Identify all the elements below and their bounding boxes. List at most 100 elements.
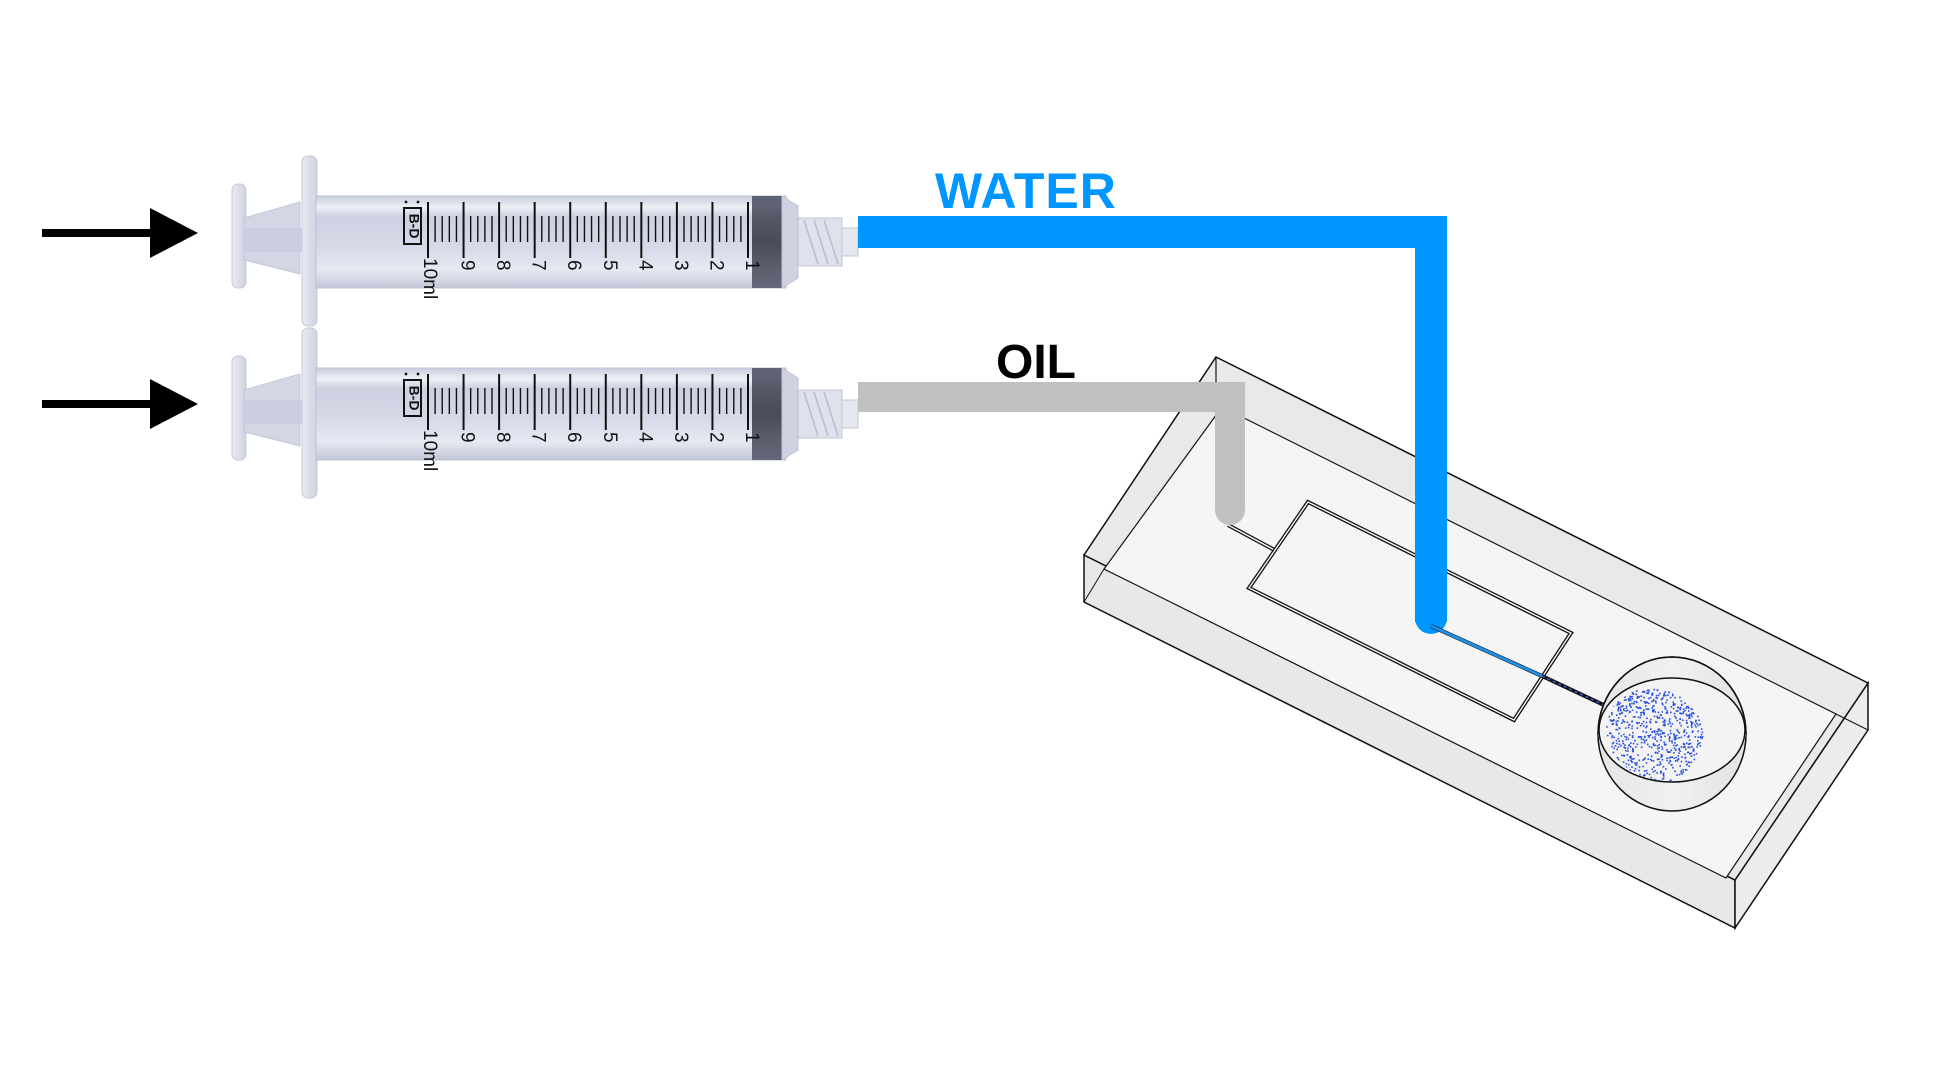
droplet <box>1667 723 1670 725</box>
droplet <box>1643 712 1645 715</box>
droplet <box>1676 760 1679 762</box>
droplet <box>1608 715 1611 718</box>
droplet <box>1667 694 1669 696</box>
droplet <box>1663 741 1665 744</box>
droplet <box>1688 713 1691 716</box>
droplet <box>1673 735 1676 737</box>
droplet <box>1671 693 1674 696</box>
droplet <box>1644 757 1646 759</box>
droplet <box>1616 714 1618 716</box>
droplet <box>1660 770 1662 773</box>
droplet <box>1659 692 1661 695</box>
droplet <box>1648 702 1650 705</box>
droplet <box>1663 743 1666 746</box>
droplet <box>1686 763 1688 766</box>
droplet <box>1637 754 1639 756</box>
droplet <box>1662 766 1665 768</box>
droplet <box>1615 728 1617 731</box>
droplet <box>1621 705 1623 708</box>
droplet <box>1690 708 1693 710</box>
droplet <box>1649 734 1652 736</box>
droplet <box>1645 726 1647 729</box>
droplet <box>1642 730 1644 733</box>
droplet <box>1642 691 1644 693</box>
droplet <box>1695 719 1697 722</box>
droplet <box>1661 731 1664 734</box>
droplet <box>1670 732 1672 735</box>
droplet <box>1661 717 1664 719</box>
droplet <box>1617 706 1620 709</box>
droplet <box>1642 765 1644 768</box>
droplet <box>1676 774 1678 776</box>
droplet <box>1623 755 1625 757</box>
droplet <box>1661 778 1664 780</box>
droplet <box>1697 736 1700 738</box>
droplet <box>1671 741 1673 744</box>
scale-number: 4 <box>634 260 655 271</box>
droplet <box>1624 696 1626 698</box>
droplet <box>1677 706 1679 709</box>
droplet <box>1680 760 1683 763</box>
droplet <box>1658 728 1660 730</box>
droplet <box>1668 720 1671 722</box>
droplet <box>1630 706 1632 708</box>
droplet <box>1653 709 1655 711</box>
droplet <box>1695 726 1697 728</box>
droplet <box>1699 736 1702 738</box>
droplet <box>1620 744 1622 747</box>
droplet <box>1658 716 1660 719</box>
water-tubing <box>858 216 1543 678</box>
droplet <box>1643 770 1646 772</box>
droplet <box>1635 706 1638 708</box>
scale-number: 7 <box>528 260 549 271</box>
droplet <box>1631 735 1634 737</box>
droplet <box>1629 695 1632 698</box>
droplet <box>1696 746 1698 748</box>
droplet <box>1611 711 1613 714</box>
droplet <box>1655 696 1657 699</box>
droplet <box>1701 736 1704 738</box>
scale-number: 2 <box>705 260 726 271</box>
droplet <box>1622 761 1625 763</box>
droplet <box>1634 716 1636 718</box>
droplet <box>1627 698 1630 700</box>
droplet <box>1656 730 1658 733</box>
droplet <box>1673 712 1676 715</box>
droplet <box>1639 736 1642 738</box>
droplet <box>1675 717 1677 719</box>
droplet <box>1668 740 1671 742</box>
droplet <box>1678 773 1681 776</box>
droplet <box>1620 735 1623 737</box>
scale-number: 4 <box>634 432 655 443</box>
droplet <box>1647 692 1649 695</box>
droplet <box>1691 726 1693 728</box>
droplet <box>1677 755 1679 757</box>
droplet <box>1628 723 1631 726</box>
droplet <box>1657 747 1659 750</box>
droplet <box>1631 702 1633 705</box>
droplet <box>1632 750 1634 752</box>
droplet <box>1661 732 1664 735</box>
droplet <box>1687 714 1690 717</box>
droplet <box>1686 722 1688 724</box>
droplet <box>1678 737 1680 739</box>
droplet <box>1676 758 1679 761</box>
droplet <box>1645 762 1648 764</box>
droplet <box>1616 742 1618 745</box>
droplet <box>1676 719 1679 722</box>
droplet <box>1631 727 1633 730</box>
droplet <box>1684 769 1687 771</box>
droplet <box>1653 731 1656 734</box>
push-arrow-water <box>42 208 198 258</box>
droplet <box>1676 744 1678 746</box>
droplet <box>1688 735 1690 737</box>
droplet <box>1655 694 1658 697</box>
droplet <box>1632 692 1634 695</box>
droplet <box>1652 744 1655 746</box>
droplet <box>1687 761 1690 763</box>
droplet <box>1630 759 1632 762</box>
droplet <box>1653 766 1655 768</box>
droplet <box>1624 744 1626 746</box>
